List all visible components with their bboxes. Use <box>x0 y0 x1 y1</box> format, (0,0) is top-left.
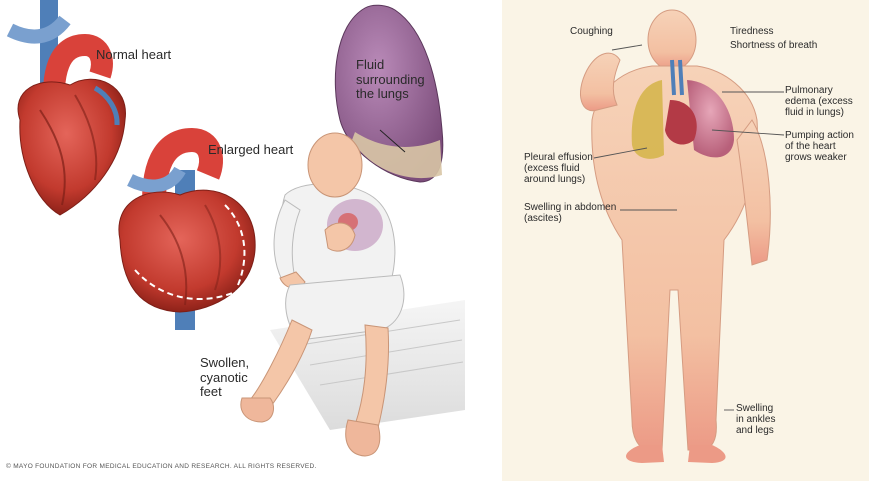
enlarged-heart-label: Enlarged heart <box>208 143 293 158</box>
standing-body <box>580 10 770 463</box>
fluid-label-line-3: the lungs <box>356 87 425 102</box>
pulmonary-label: Pulmonary edema (excess fluid in lungs) <box>785 85 853 119</box>
abdomen-line-2: (ascites) <box>524 213 616 224</box>
fluid-label-line-2: surrounding <box>356 73 425 88</box>
pumping-label: Pumping action of the heart grows weaker <box>785 130 854 164</box>
abdomen-line-1: Swelling in abdomen <box>524 202 616 213</box>
normal-heart <box>18 79 125 215</box>
pumping-line-1: Pumping action <box>785 130 854 141</box>
copyright-notice: © MAYO FOUNDATION FOR MEDICAL EDUCATION … <box>6 463 317 470</box>
body-symptoms-illustration <box>502 0 869 481</box>
pleural-line-3: around lungs) <box>524 174 593 185</box>
tiredness-label: Tiredness <box>730 26 774 37</box>
coughing-label: Coughing <box>570 26 613 37</box>
ankles-label: Swelling in ankles and legs <box>736 403 775 437</box>
normal-heart-label: Normal heart <box>96 48 171 63</box>
pleural-line-2: (excess fluid <box>524 163 593 174</box>
enlarged-heart <box>119 190 255 312</box>
ankles-line-1: Swelling <box>736 403 775 414</box>
fluid-label: Fluid surrounding the lungs <box>356 58 425 102</box>
pleural-label: Pleural effusion (excess fluid around lu… <box>524 152 593 186</box>
ankles-line-3: and legs <box>736 425 775 436</box>
shortness-label: Shortness of breath <box>730 40 817 51</box>
pulmonary-line-3: fluid in lungs) <box>785 107 853 118</box>
pulmonary-line-1: Pulmonary <box>785 85 853 96</box>
feet-label-line-3: feet <box>200 385 249 400</box>
right-illustration-panel: Coughing Tiredness Shortness of breath P… <box>502 0 869 481</box>
fluid-label-line-1: Fluid <box>356 58 425 73</box>
pleural-line-1: Pleural effusion <box>524 152 593 163</box>
feet-label: Swollen, cyanotic feet <box>200 356 249 400</box>
coughing-leader <box>612 45 642 50</box>
left-illustration-panel: Normal heart Enlarged heart Fluid surrou… <box>0 0 465 481</box>
abdomen-label: Swelling in abdomen (ascites) <box>524 202 616 224</box>
feet-label-line-2: cyanotic <box>200 371 249 386</box>
pulmonary-line-2: edema (excess <box>785 96 853 107</box>
feet-label-line-1: Swollen, <box>200 356 249 371</box>
pumping-line-2: of the heart <box>785 141 854 152</box>
pumping-line-3: grows weaker <box>785 152 854 163</box>
ankles-line-2: in ankles <box>736 414 775 425</box>
